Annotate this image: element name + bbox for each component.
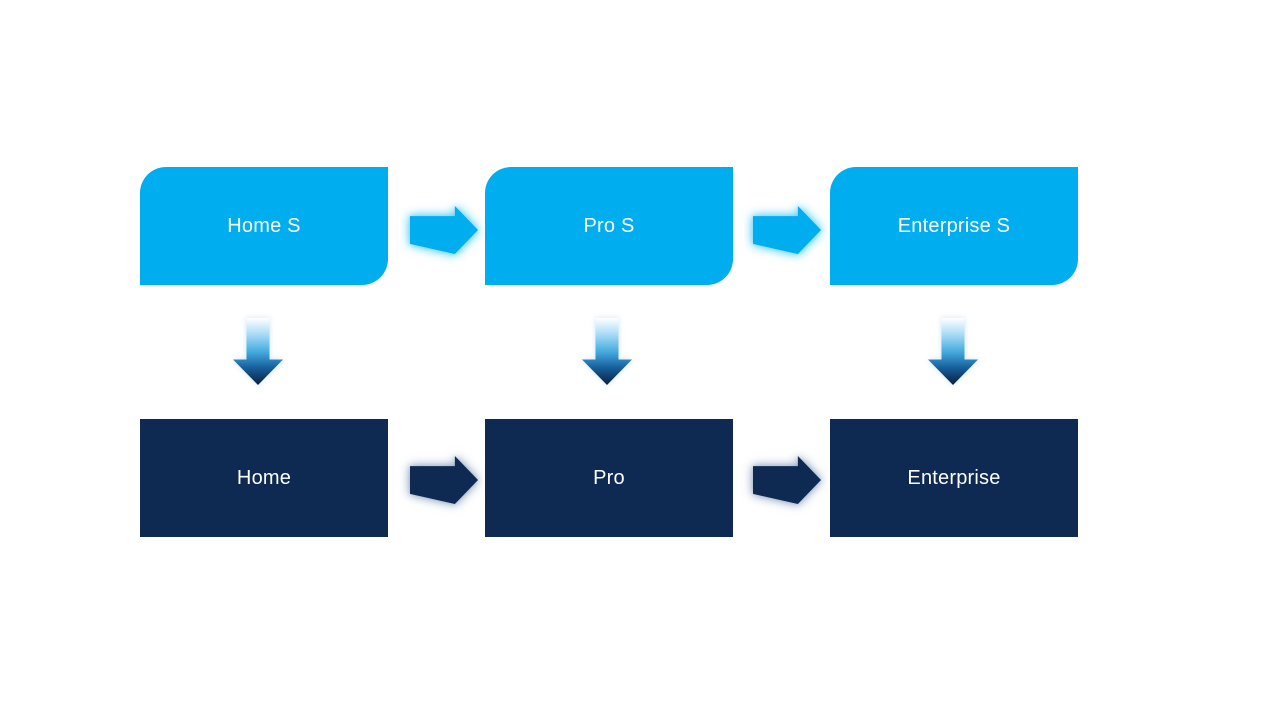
down-arrow-shape xyxy=(582,318,632,385)
box-pro-s: Pro S xyxy=(485,167,733,285)
down-arrow-shape xyxy=(233,318,283,385)
right-arrow-shape xyxy=(753,206,821,254)
box-pro-label: Pro xyxy=(593,466,625,489)
right-arrow-shape xyxy=(753,456,821,504)
box-home: Home xyxy=(140,419,388,537)
down-arrow-icon-home-s-to-home xyxy=(233,318,283,385)
box-home-label: Home xyxy=(236,466,292,489)
box-enterprise-s-label: Enterprise S xyxy=(897,214,1011,237)
box-enterprise-s: Enterprise S xyxy=(830,167,1078,285)
box-enterprise-label: Enterprise xyxy=(907,466,1001,489)
right-arrow-icon-pro-to-enterprise xyxy=(753,456,821,504)
box-home-s-label: Home S xyxy=(227,214,301,237)
right-arrow-shape xyxy=(410,456,478,504)
right-arrow-shape xyxy=(410,206,478,254)
down-arrow-shape xyxy=(928,318,978,385)
right-arrow-icon-home-to-pro xyxy=(410,456,478,504)
right-arrow-icon-home-s-to-pro-s xyxy=(410,206,478,254)
down-arrow-icon-pro-s-to-pro xyxy=(582,318,632,385)
right-arrow-icon-pro-s-to-enterprise-s xyxy=(753,206,821,254)
box-pro-s-label: Pro S xyxy=(583,214,635,237)
box-home-s: Home S xyxy=(140,167,388,285)
box-pro: Pro xyxy=(485,419,733,537)
box-enterprise: Enterprise xyxy=(830,419,1078,537)
down-arrow-icon-enterprise-s-to-enterprise xyxy=(928,318,978,385)
